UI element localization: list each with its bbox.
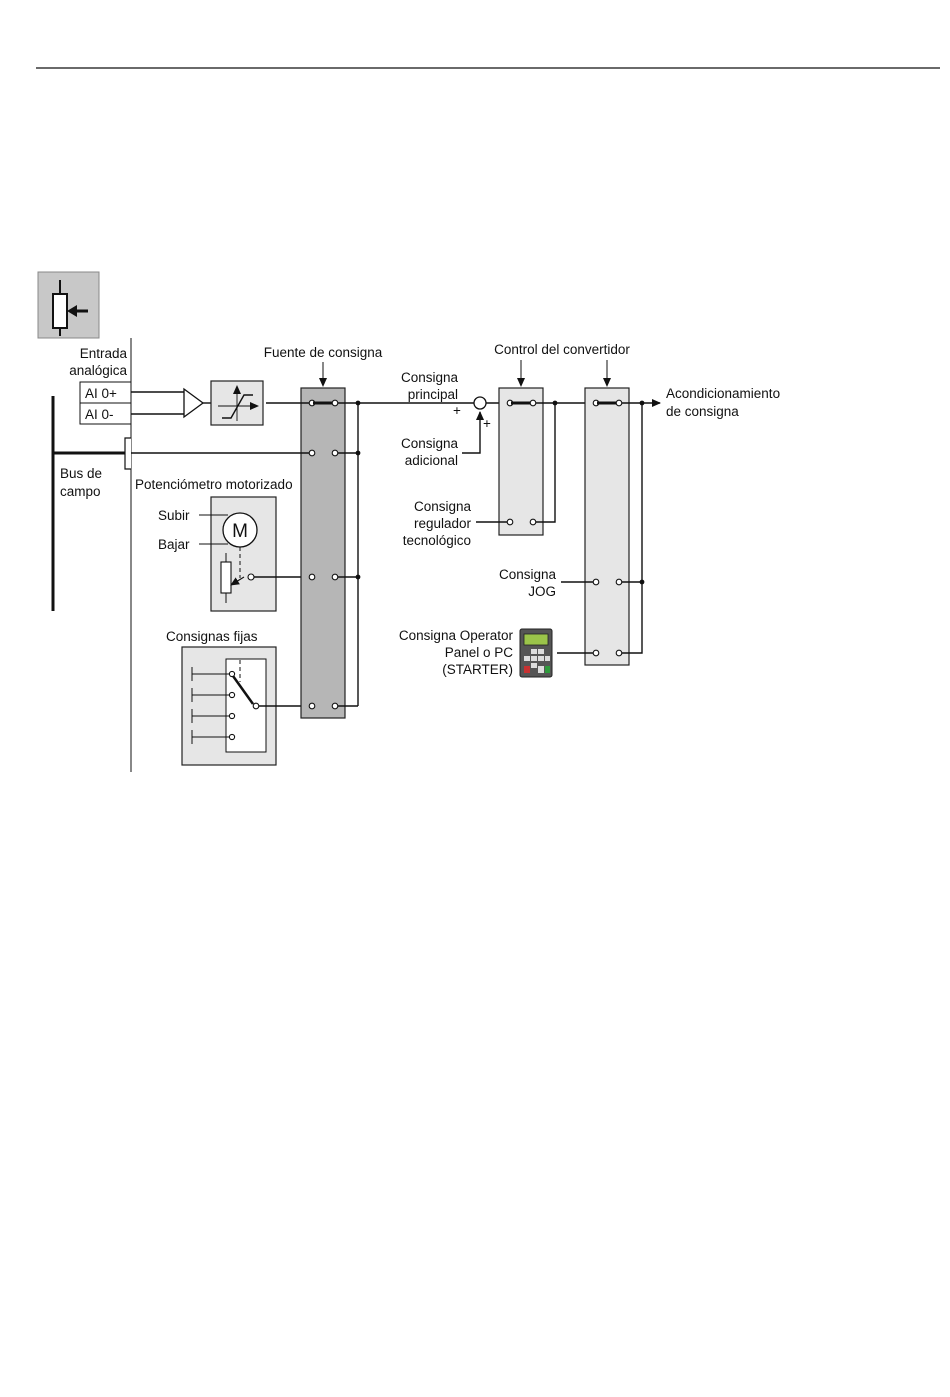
fuente-consigna-label: Fuente de consigna [264,345,383,360]
consigna-adicional-label-1: Consigna [401,436,459,451]
regulador-label-3: tecnológico [403,533,471,548]
consigna-principal-label-2: principal [408,387,458,402]
amplifier-icon [184,389,203,417]
potentiometer-arrow-icon [38,272,99,338]
potenciometro-label: Potenciómetro motorizado [135,477,293,492]
jog-label-1: Consigna [499,567,557,582]
consigna-adicional-label-2: adicional [405,453,458,468]
operator-label-2: Panel o PC [445,645,514,660]
plus-sign-additional: + [483,416,491,431]
consigna-principal-label-1: Consigna [401,370,459,385]
control-convertidor-label: Control del convertidor [494,342,630,357]
fieldbus-connector-icon [125,438,131,469]
entrada-label-1: Entrada [80,346,128,361]
bus-label-2: campo [60,484,101,499]
acondicionamiento-label-2: de consigna [666,404,739,419]
scaling-block-icon [211,381,263,425]
consignas-fijas-label: Consignas fijas [166,629,258,644]
plus-sign-main: + [453,403,461,418]
operator-panel-icon [520,629,552,677]
summing-junction-icon [474,397,486,409]
regulador-label-2: regulador [414,516,472,531]
ai0-plus-label: AI 0+ [85,386,117,401]
regulador-label-1: Consigna [414,499,472,514]
converter-control-block-1 [499,388,543,535]
motor-label: M [232,521,248,542]
entrada-label-2: analógica [69,363,127,378]
operator-label-3: (STARTER) [442,662,513,677]
subir-label: Subir [158,508,190,523]
acondicionamiento-label-1: Acondicionamiento [666,386,780,401]
jog-label-2: JOG [528,584,556,599]
converter-control-block-2 [585,388,629,665]
bajar-label: Bajar [158,537,190,552]
bus-label-1: Bus de [60,466,102,481]
potentiometer-icon [221,562,231,593]
setpoint-source-block [301,388,345,718]
ai0-minus-label: AI 0- [85,407,114,422]
operator-label-1: Consigna Operator [399,628,514,643]
